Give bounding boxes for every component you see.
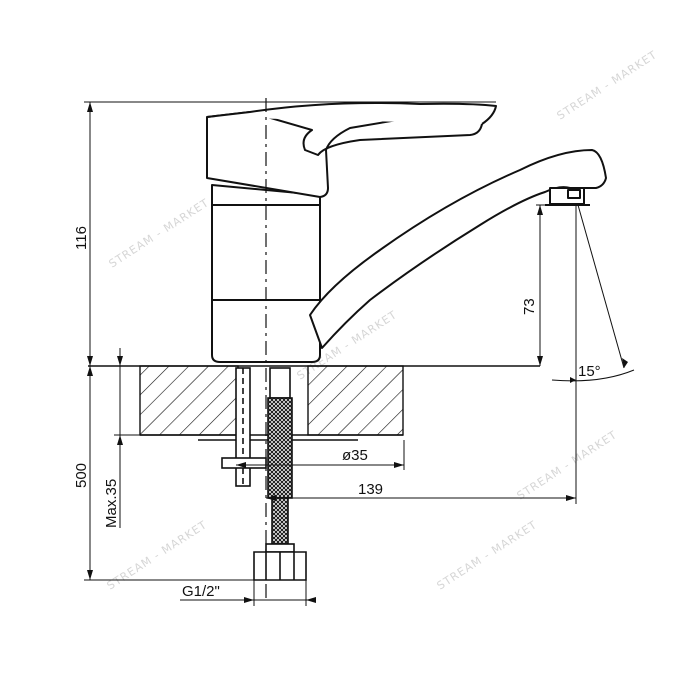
dim-label-116: 116 xyxy=(73,226,90,250)
dim-label-diameter: ø35 xyxy=(342,447,368,464)
dimension-lines xyxy=(84,101,635,606)
dim-label-500: 500 xyxy=(73,463,90,488)
countertop-section xyxy=(88,365,540,441)
watermark-text: STREAM - MARKET xyxy=(555,48,660,123)
mounting-hardware xyxy=(221,367,307,581)
dim-label-139: 139 xyxy=(358,481,383,498)
dimension-arrows xyxy=(87,102,628,603)
dim-label-angle: 15° xyxy=(578,363,601,380)
watermark-text: STREAM - MARKET xyxy=(515,428,620,503)
faucet-body xyxy=(206,102,607,363)
dimension-labels: 116 500 Max.35 73 ø35 139 G1/2" 15° xyxy=(73,226,601,600)
watermark-text: STREAM - MARKET xyxy=(107,196,212,271)
dim-label-max35: Max.35 xyxy=(103,479,120,528)
watermark-text: STREAM - MARKET xyxy=(435,518,540,593)
watermark-text: STREAM - MARKET xyxy=(105,518,210,593)
dim-label-73: 73 xyxy=(521,298,538,315)
dim-label-thread: G1/2" xyxy=(182,583,220,600)
